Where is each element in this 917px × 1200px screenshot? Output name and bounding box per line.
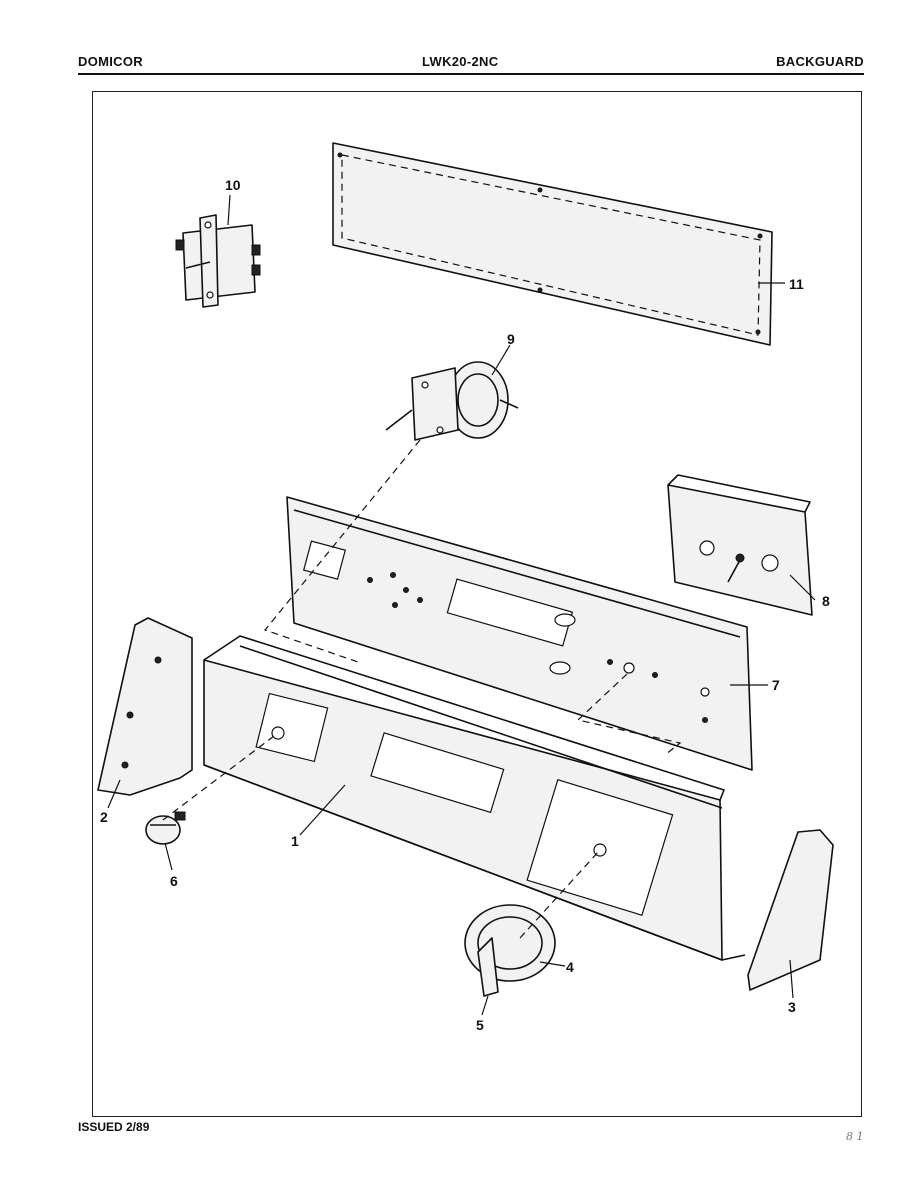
part-9-pressure-switch <box>385 361 519 441</box>
part-4-dial-and-part-5-knob <box>464 904 556 997</box>
header-section-title: BACKGUARD <box>776 54 864 69</box>
header-rule <box>78 73 864 75</box>
callout-4: 4 <box>566 959 574 975</box>
part-3-right-end-cap <box>747 829 834 991</box>
diagram-frame <box>92 91 862 1117</box>
callout-8: 8 <box>822 593 830 609</box>
callout-1: 1 <box>291 833 299 849</box>
part-8-timer <box>667 474 813 616</box>
callout-2: 2 <box>100 809 108 825</box>
assembly-guide-lines <box>162 439 682 939</box>
part-10-switch <box>175 214 261 308</box>
part-7-mounting-panel <box>286 496 753 771</box>
callout-3: 3 <box>788 999 796 1015</box>
part-2-left-end-cap <box>97 617 193 796</box>
callout-6: 6 <box>170 873 178 889</box>
header-model-number: LWK20-2NC <box>422 54 499 69</box>
part-11-rear-cover-plate <box>332 142 773 346</box>
header-brand: DOMICOR <box>78 54 143 69</box>
leader-lines <box>107 194 816 1016</box>
part-6-small-knob <box>145 811 186 845</box>
callout-5: 5 <box>476 1017 484 1033</box>
callout-7: 7 <box>772 677 780 693</box>
corner-handwritten-mark: 8 1 <box>846 1130 864 1143</box>
callout-10: 10 <box>225 177 241 193</box>
callout-11: 11 <box>789 276 804 292</box>
callout-9: 9 <box>507 331 515 347</box>
part-1-backguard-front <box>203 635 746 961</box>
issued-date: ISSUED 2/89 <box>78 1120 150 1134</box>
